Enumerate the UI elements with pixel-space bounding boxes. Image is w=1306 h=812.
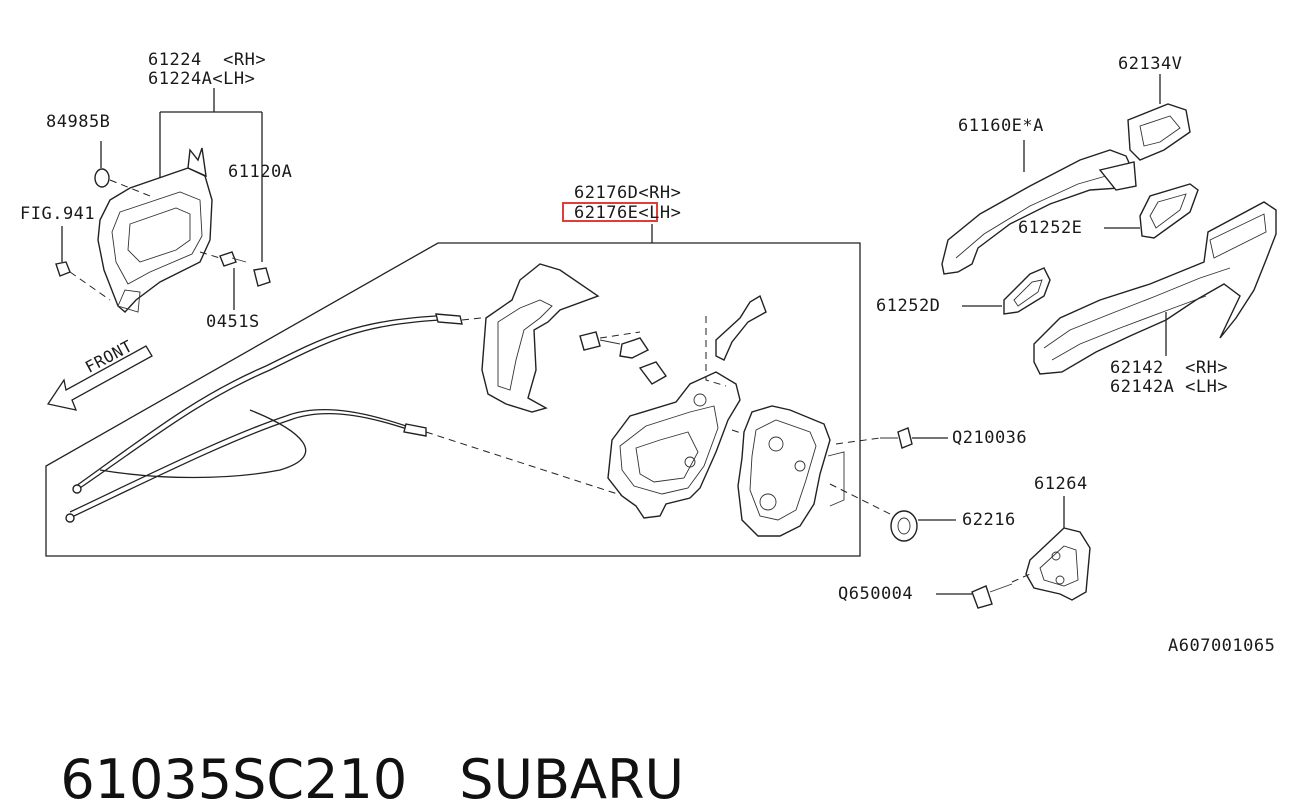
label-62176d[interactable]: 62176D<RH> [574,183,682,203]
label-61160e[interactable]: 61160E*A [958,116,1044,136]
label-61224[interactable]: 61224 <RH> [148,50,267,70]
label-61264[interactable]: 61264 [1034,474,1088,494]
label-0451s[interactable]: 0451S [206,312,260,332]
label-fig941[interactable]: FIG.941 [20,204,96,224]
caption-brand: SUBARU [459,748,685,811]
parts-diagram [45,74,1277,609]
striker-and-fasteners [829,427,1091,609]
caption: 61035SC210 SUBARU [26,684,684,812]
label-62142[interactable]: 62142 <RH> [1110,358,1229,378]
label-84985b[interactable]: 84985B [46,112,111,132]
front-arrow [46,345,153,411]
label-62216[interactable]: 62216 [962,510,1016,530]
lock-assembly [45,224,861,557]
label-62142a[interactable]: 62142A <LH> [1110,377,1229,397]
caption-part-number: 61035SC210 [60,748,408,811]
label-61120a[interactable]: 61120A [228,162,293,182]
label-62176e[interactable]: 62176E<LH> [574,203,682,223]
diagram-code: A607001065 [1168,636,1276,656]
label-61252e[interactable]: 61252E [1018,218,1083,238]
label-62134v[interactable]: 62134V [1118,54,1183,74]
inner-handle-assembly [55,88,271,313]
label-q650004[interactable]: Q650004 [838,584,914,604]
outer-handle-assembly [941,74,1277,375]
label-61224a[interactable]: 61224A<LH> [148,69,256,89]
label-61252d[interactable]: 61252D [876,296,941,316]
highlight-box [562,202,658,222]
label-q210036[interactable]: Q210036 [952,428,1028,448]
